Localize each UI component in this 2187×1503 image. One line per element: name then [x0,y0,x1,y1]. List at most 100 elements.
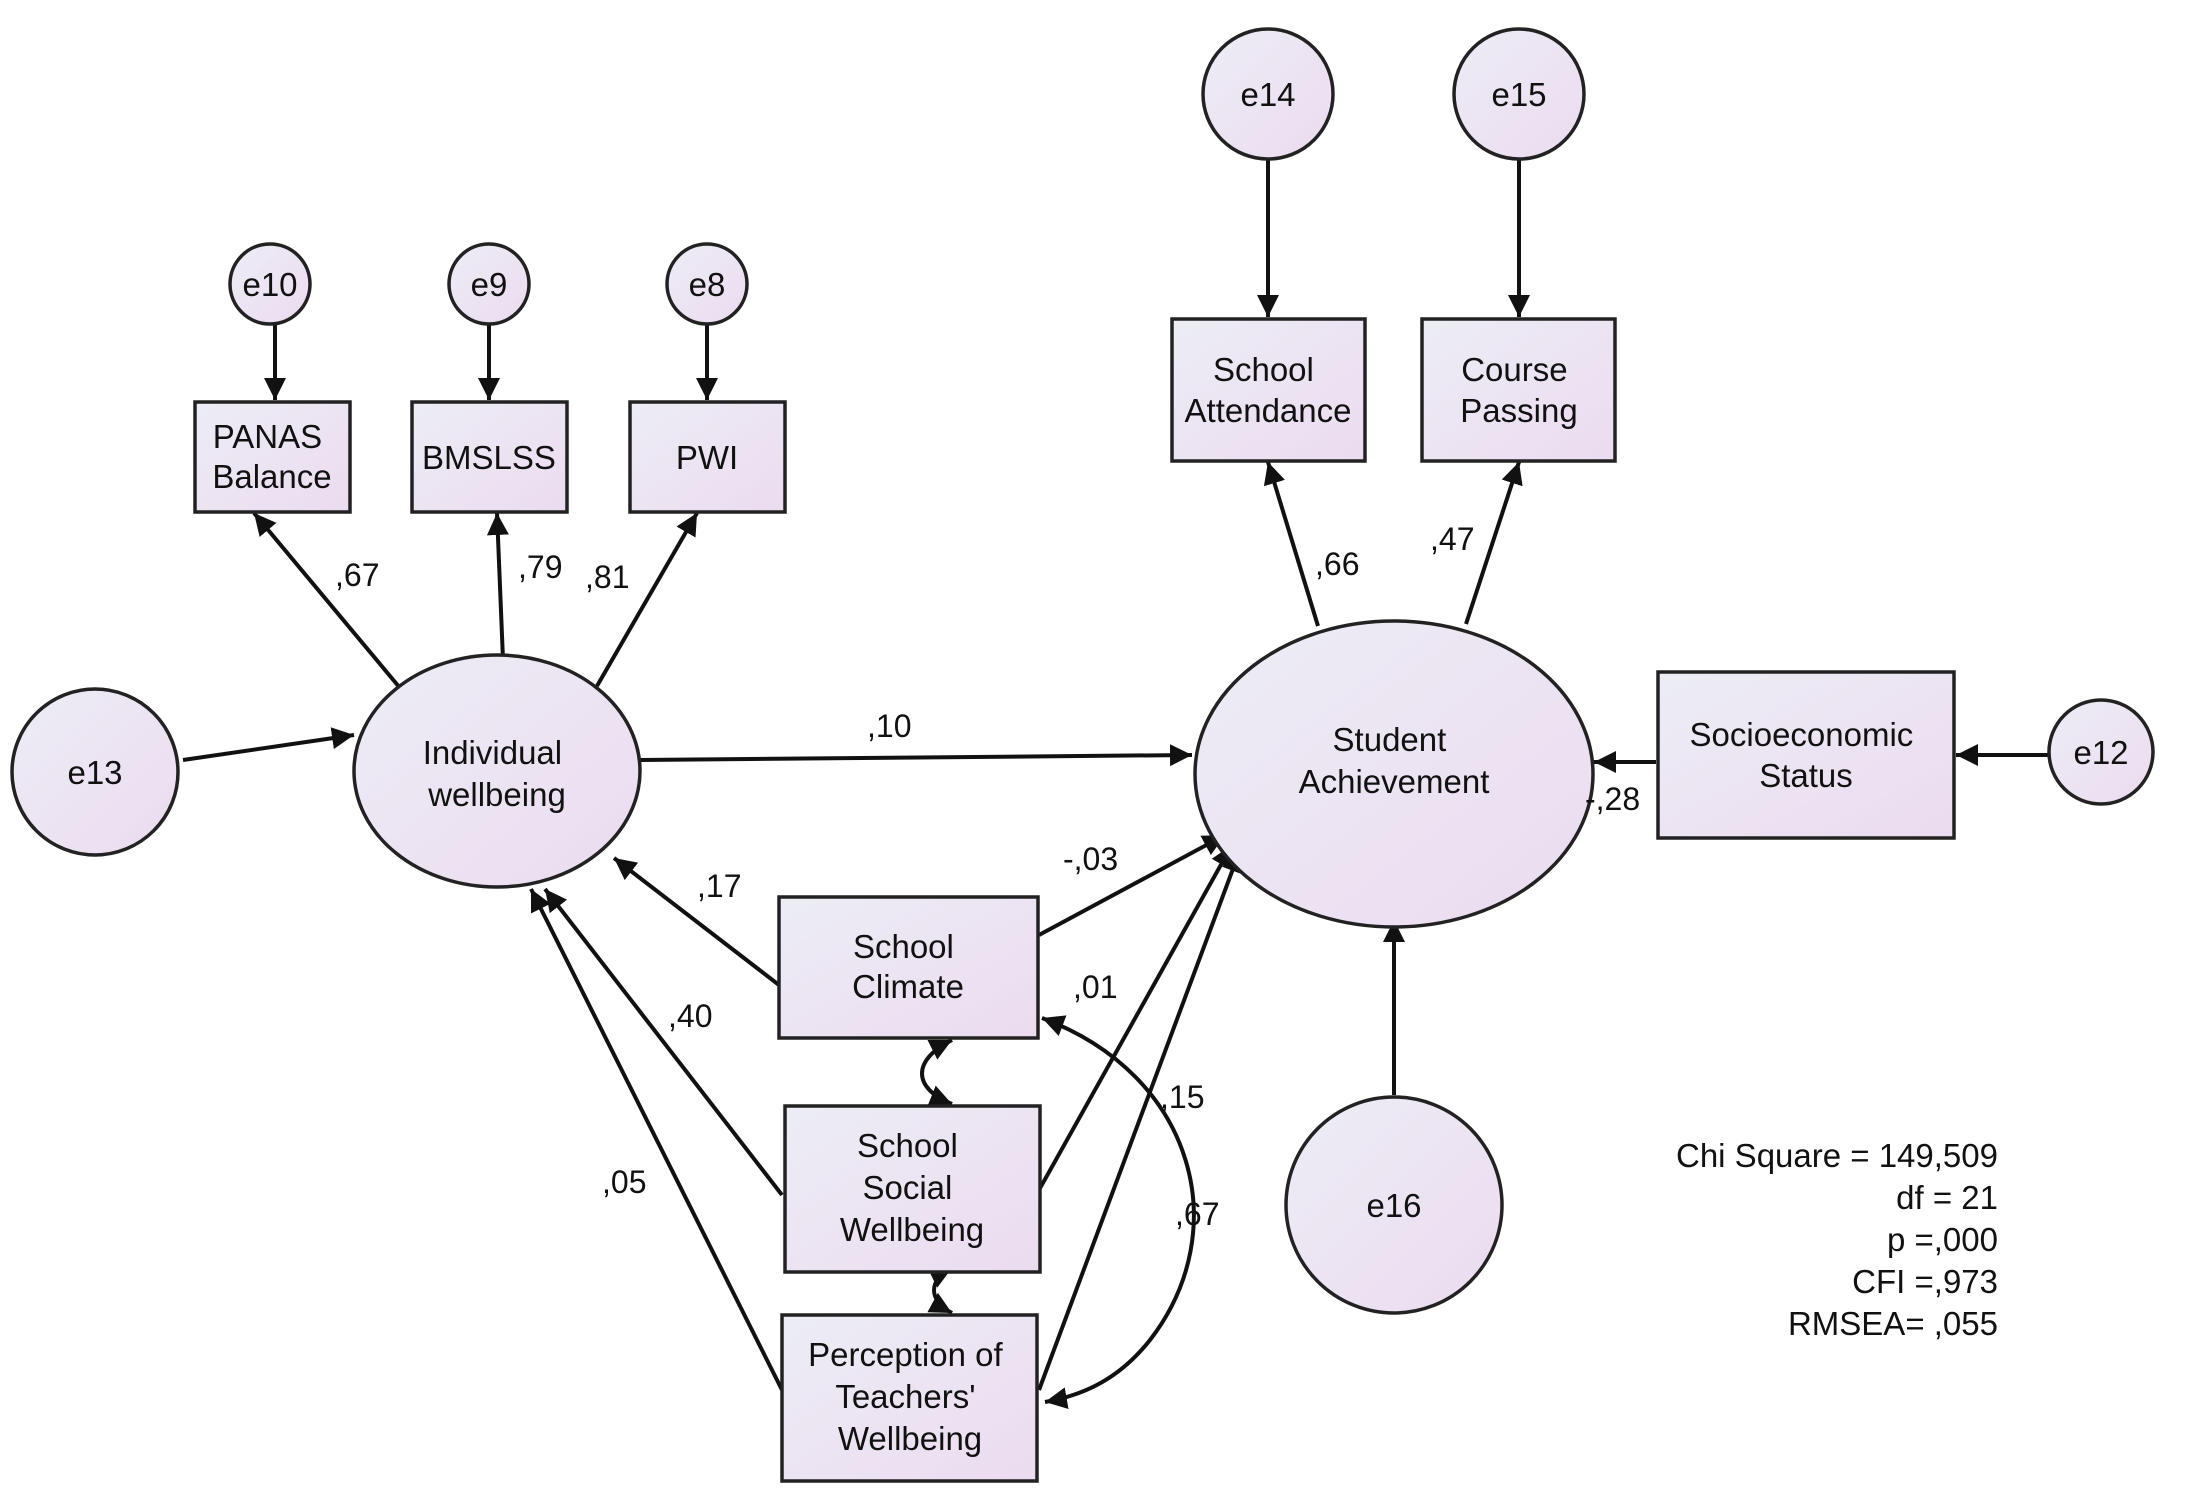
edge-climate-individual [612,856,781,987]
node-pwi-line-1: PWI [676,439,738,476]
fit-rmsea: RMSEA= ,055 [1788,1305,1998,1342]
coef-passing: ,47 [1430,521,1474,557]
node-climate-line-2: Climate [852,968,964,1005]
node-e10: e10 [228,242,312,326]
node-e16-label: e16 [1366,1187,1421,1224]
node-ses-line-2: Status [1759,757,1853,794]
node-passing: Course Passing [1420,317,1617,463]
nodes: e10 e9 e8 e14 e15 e13 e12 e16 [10,27,2155,1483]
node-achievement-line-2: Achievement [1299,763,1490,800]
node-achievement-line-1: Student [1333,721,1447,758]
node-attendance-line-2: Attendance [1185,392,1352,429]
edges [182,160,2049,1410]
node-school-social-wellbeing: School Social Wellbeing [783,1104,1042,1274]
node-e15-label: e15 [1491,76,1546,113]
node-e10-label: e10 [242,266,297,303]
node-e8: e8 [665,242,749,326]
fit-cfi: CFI =,973 [1852,1263,1998,1300]
node-student-achievement: Student Achievement [1193,619,1595,929]
edge-individual-pwi [595,511,699,688]
coef-climate-achievement: -,03 [1063,841,1118,877]
node-bmslss: BMSLSS [410,400,569,514]
node-panas-line-1: PANAS [213,418,322,455]
node-e16: e16 [1284,1095,1504,1315]
node-e13-label: e13 [67,754,122,791]
covariance-climate-social [920,1038,953,1107]
node-panas-line-2: Balance [212,458,331,495]
node-e12-label: e12 [2073,734,2128,771]
node-e14: e14 [1201,27,1335,161]
covariance-social-teachers [927,1266,954,1315]
edge-achievement-passing [1464,461,1523,625]
node-passing-line-2: Passing [1460,392,1577,429]
edge-individual-panas [252,511,402,690]
node-individual-line-1: Individual [423,734,562,771]
node-pwi: PWI [628,400,787,514]
node-e15: e15 [1452,27,1586,161]
coef-individual-achievement: ,10 [867,708,911,744]
node-panas: PANAS Balance [193,400,352,514]
coef-teachers-achievement: ,15 [1160,1079,1204,1115]
node-passing-label: Course Passing [1460,351,1577,429]
coef-climate-individual: ,17 [697,868,741,904]
node-social-line-2: Social [862,1169,952,1206]
edge-climate-achievement [1038,833,1226,937]
edge-e13-individual [182,727,355,762]
coef-climate-teachers-cov: ,67 [1175,1196,1219,1232]
node-ses-line-1: Socioeconomic [1690,716,1914,753]
coef-bmslss: ,79 [518,549,562,585]
coef-pwi: ,81 [585,559,629,595]
node-teachers-line-1: Perception of [808,1336,1003,1373]
node-panas-label: PANAS Balance [212,418,331,495]
node-e12: e12 [2047,698,2155,806]
node-individual-wellbeing: Individual wellbeing [352,653,642,889]
node-pwi-label: PWI [676,439,738,476]
edge-individual-bmslss [486,512,509,661]
node-e8-label: e8 [689,266,726,303]
node-social-line-1: School [857,1127,958,1164]
fit-df: df = 21 [1896,1179,1998,1216]
node-achievement-label: Student Achievement [1299,721,1490,800]
coef-panas: ,67 [335,557,379,593]
coef-social-achievement: ,01 [1073,969,1117,1005]
covariance-climate-teachers [1041,1015,1196,1410]
fit-statistics: Chi Square = 149,509 df = 21 p =,000 CFI… [1676,1137,1998,1342]
node-bmslss-label: BMSLSS [422,439,556,476]
node-school-climate: School Climate [777,895,1040,1040]
node-attendance-label: School Attendance [1185,351,1352,429]
coefficient-labels: ,67 ,79 ,81 ,66 ,47 ,10 -,28 ,17 ,40 ,05… [335,521,1640,1232]
node-social-label: School Social Wellbeing [840,1127,984,1248]
node-teachers-label: Perception of Teachers' Wellbeing [808,1336,1012,1457]
node-e13: e13 [10,687,180,857]
edge-teachers-achievement [1037,849,1243,1391]
node-e14-label: e14 [1240,76,1295,113]
node-attendance-line-1: School [1213,351,1314,388]
node-climate-line-1: School [853,928,954,965]
coef-ses-achievement: -,28 [1585,781,1640,817]
edge-teachers-individual [529,888,784,1391]
node-individual-line-2: wellbeing [427,776,566,813]
fit-p: p =,000 [1887,1221,1998,1258]
node-teachers-line-2: Teachers' [835,1378,975,1415]
node-passing-line-1: Course [1461,351,1567,388]
coef-teachers-individual: ,05 [602,1164,646,1200]
edge-social-individual [543,887,784,1197]
node-individual-label: Individual wellbeing [423,734,572,813]
node-climate-label: School Climate [852,928,964,1005]
node-ses-label: Socioeconomic Status [1690,716,1923,794]
node-perception-teachers-wellbeing: Perception of Teachers' Wellbeing [780,1313,1039,1483]
edge-achievement-attendance [1263,461,1320,627]
edge-social-achievement [1037,844,1234,1191]
node-ses: Socioeconomic Status [1656,670,1956,840]
node-e9-label: e9 [471,266,508,303]
coef-attendance: ,66 [1315,546,1359,582]
edge-individual-achievement [639,744,1193,767]
coef-social-individual: ,40 [668,998,712,1034]
node-bmslss-line-1: BMSLSS [422,439,556,476]
node-attendance: School Attendance [1170,317,1367,463]
node-e9: e9 [447,242,531,326]
node-teachers-line-3: Wellbeing [838,1420,982,1457]
node-social-line-3: Wellbeing [840,1211,984,1248]
fit-chi-square: Chi Square = 149,509 [1676,1137,1998,1174]
